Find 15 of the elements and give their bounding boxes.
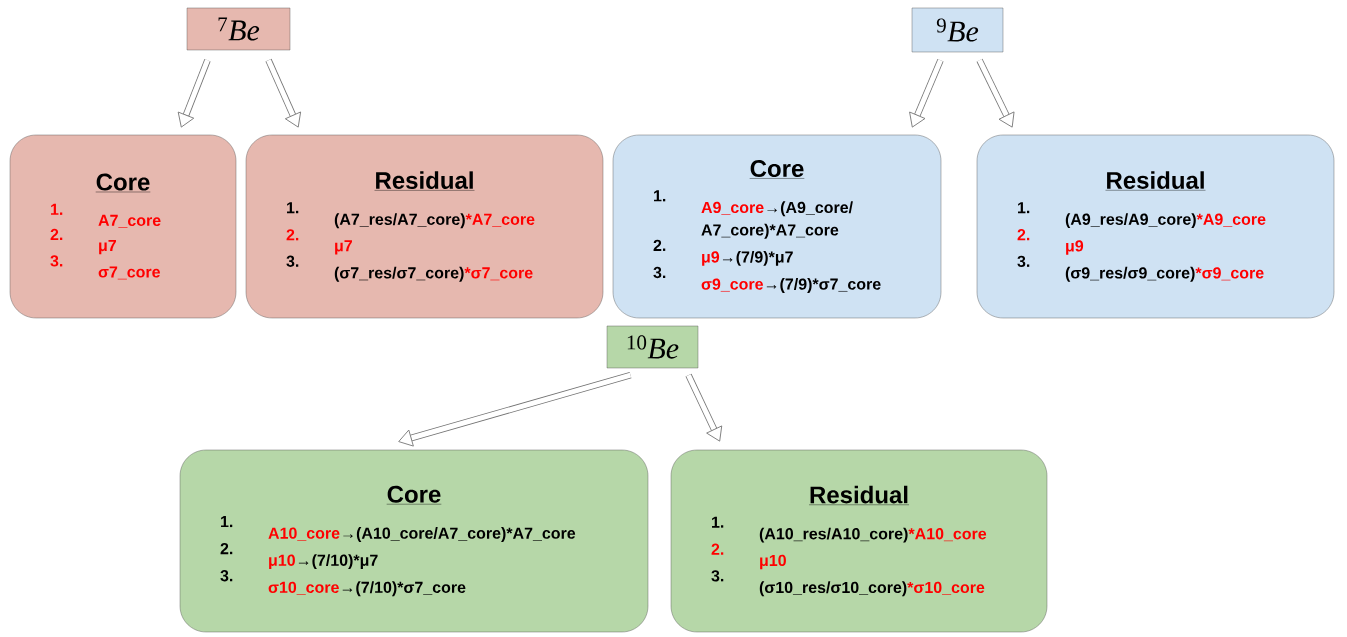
block-arrow	[909, 58, 944, 128]
block-arrow	[265, 58, 302, 128]
block-arrow	[685, 373, 723, 442]
block-arrow	[398, 372, 632, 447]
block-arrow	[976, 58, 1015, 128]
content-box: Core 1. A7_core 2. μ7 3. σ7_core	[9, 134, 237, 319]
isotope-label: $^{9}$Be	[911, 7, 1004, 53]
content-box: Residual 1. (A7_res/A7_core)*A7_core 2. μ7 3. (σ7_res/σ7_core)*σ7_core	[245, 134, 604, 319]
isotope-label: $^{10}$Be	[606, 325, 699, 369]
block-arrow	[177, 59, 211, 128]
content-box: Residual 1. (A10_res/A10_core)*A10_core 2. μ10 3. (σ10_res/σ10_core)*σ10_core	[670, 449, 1048, 633]
content-box: Core 1. A9_core→(A9_core/A7_core)*A7_core 2. μ9→(7/9)*μ7 3. σ9_core→(7/9)*σ7_core	[612, 134, 942, 319]
content-box: Core 1. A10_core→(A10_core/A7_core)*A7_core 2. μ10→(7/10)*μ7 3. σ10_core→(7/10)*σ7_core	[179, 449, 649, 633]
isotope-label: $^{7}$Be	[186, 7, 291, 51]
content-box: Residual 1. (A9_res/A9_core)*A9_core 2. μ9 3. (σ9_res/σ9_core)*σ9_core	[976, 134, 1335, 319]
